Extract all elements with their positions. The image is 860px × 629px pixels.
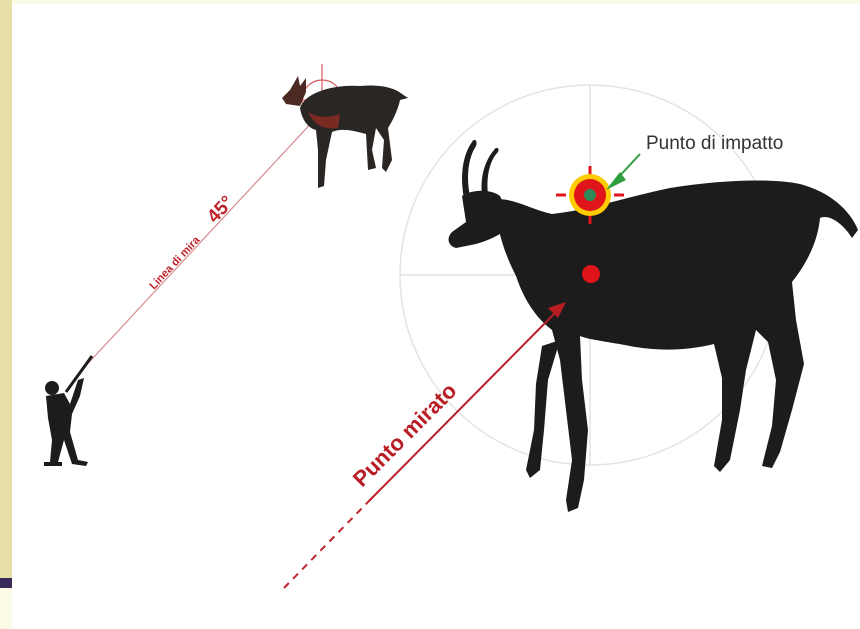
- angle-label: 45°: [203, 192, 238, 227]
- aimed-point-label: Punto mirato: [348, 378, 462, 492]
- aim-arrow: [284, 302, 566, 588]
- aim-dot: [582, 265, 600, 283]
- hunter-silhouette: [44, 356, 92, 466]
- line-of-sight-label: Linea di mira: [147, 234, 203, 292]
- impact-point-label: Punto di impatto: [646, 133, 783, 154]
- impact-pointer-arrow: [606, 154, 640, 190]
- chamois-large: [449, 140, 858, 512]
- chamois-small: [282, 76, 408, 188]
